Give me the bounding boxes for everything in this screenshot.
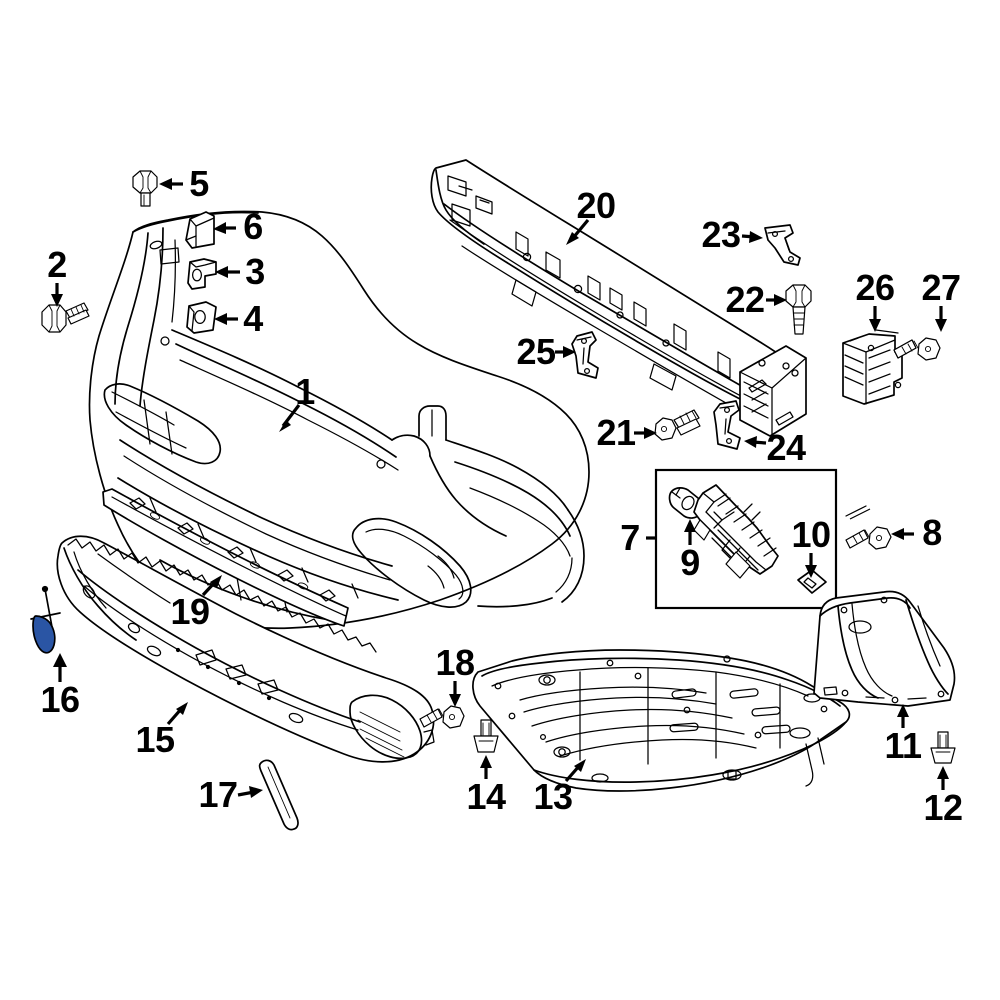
part-5-bolt-upper[interactable] — [132, 170, 158, 207]
part-4-bracket-clip-lower[interactable] — [186, 301, 217, 334]
callout-number-6[interactable]: 6 — [243, 206, 263, 247]
callout-arrows — [51, 178, 949, 798]
callout-number-21[interactable]: 21 — [596, 412, 636, 453]
part-20-bumper-reinforcement-beam[interactable] — [430, 159, 807, 437]
callout-number-8[interactable]: 8 — [922, 512, 942, 553]
part-11-splash-shield-right[interactable] — [813, 590, 956, 707]
callout-number-3[interactable]: 3 — [245, 251, 265, 292]
callout-number-17[interactable]: 17 — [198, 774, 238, 815]
callout-number-16[interactable]: 16 — [40, 679, 80, 720]
callout-number-14[interactable]: 14 — [466, 776, 506, 817]
callout-number-25[interactable]: 25 — [516, 331, 556, 372]
part-6-wedge-bracket[interactable] — [185, 211, 215, 249]
callout-number-24[interactable]: 24 — [766, 427, 806, 468]
callout-number-22[interactable]: 22 — [725, 279, 765, 320]
callout-number-13[interactable]: 13 — [533, 776, 573, 817]
part-23-bracket-beam-upper[interactable] — [764, 224, 801, 266]
part-1-front-bumper-cover[interactable] — [88, 210, 590, 630]
part-24-bracket-beam-lower[interactable] — [713, 400, 741, 450]
callout-number-15[interactable]: 15 — [135, 719, 175, 760]
part-17-bumper-molding-strip[interactable] — [258, 759, 299, 831]
callout-number-20[interactable]: 20 — [576, 185, 616, 226]
part-2-bolt-left[interactable] — [41, 302, 90, 333]
callout-number-7[interactable]: 7 — [620, 517, 640, 558]
callout-number-9[interactable]: 9 — [680, 542, 700, 583]
callout-number-4[interactable]: 4 — [243, 298, 263, 339]
callout-number-27[interactable]: 27 — [921, 267, 961, 308]
callout-number-5[interactable]: 5 — [189, 163, 209, 204]
part-21-bolt-beam-lower[interactable] — [654, 409, 701, 441]
part-22-bolt-beam-upper[interactable] — [785, 284, 812, 335]
callout-number-2[interactable]: 2 — [47, 244, 67, 285]
part-26-energy-absorber[interactable] — [842, 329, 903, 405]
part-25-bracket-beam-left[interactable] — [571, 331, 599, 379]
callout-number-23[interactable]: 23 — [701, 214, 741, 255]
part-15-lower-bumper-valance[interactable] — [56, 535, 435, 763]
callout-number-26[interactable]: 26 — [855, 267, 895, 308]
callout-number-18[interactable]: 18 — [435, 642, 475, 683]
part-14-push-pin-clip[interactable] — [473, 719, 499, 753]
part-27-bolt-absorber[interactable] — [893, 337, 941, 361]
callout-number-11[interactable]: 11 — [884, 725, 922, 766]
callout-number-10[interactable]: 10 — [791, 514, 831, 555]
part-13-engine-under-cover[interactable] — [472, 649, 851, 792]
part-8-bolt-right[interactable] — [845, 505, 892, 550]
part-10-sensor-retainer[interactable] — [797, 569, 827, 594]
callout-number-19[interactable]: 19 — [170, 591, 210, 632]
callout-number-12[interactable]: 12 — [923, 787, 963, 828]
part-12-bolt-splash-shield[interactable] — [930, 731, 956, 764]
part-18-bolt-under-cover[interactable] — [419, 705, 465, 729]
part-3-bracket-clip-upper[interactable] — [187, 258, 217, 290]
part-16-wedge-retainer-highlighted[interactable] — [30, 585, 61, 654]
callout-number-1[interactable]: 1 — [295, 371, 315, 412]
sensor-bracket-assembly — [693, 484, 779, 579]
part-19-lower-grille-trim[interactable] — [102, 488, 349, 627]
